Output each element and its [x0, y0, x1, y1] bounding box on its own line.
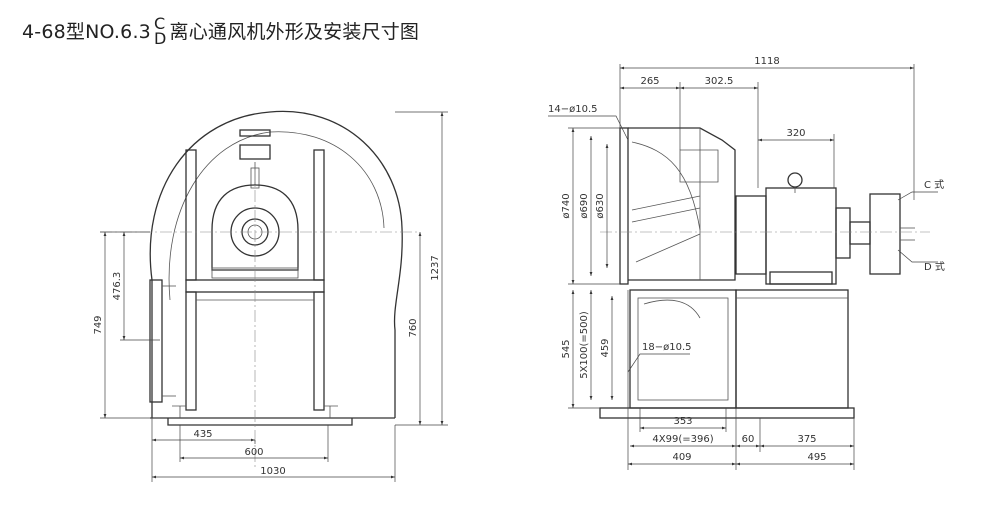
bearing-housing: [211, 184, 299, 271]
leader-c-type: [897, 191, 938, 201]
motor-end-cap: [835, 207, 851, 259]
pulley: [869, 193, 901, 275]
coupling: [250, 167, 260, 189]
dim-320: 320: [786, 128, 805, 139]
frame-leg-right: [313, 291, 325, 411]
leader-inlet-holes: [548, 115, 629, 141]
dim-375: 375: [797, 434, 816, 445]
motor-cap: [239, 144, 271, 160]
dim-265: 265: [640, 76, 659, 87]
base-frame: [735, 289, 849, 409]
dim-409: 409: [672, 452, 691, 463]
side-view: 1118 265 302.5 320 14−ø10.5 ø740 ø690 ø6…: [548, 56, 945, 470]
dim-60: 60: [742, 434, 755, 445]
dim-1237: 1237: [430, 255, 441, 280]
outlet-holes-label: 18−ø10.5: [642, 342, 692, 353]
lift-plate: [239, 129, 271, 137]
shaft-stub: [849, 221, 871, 245]
title-variant-stack: C D: [153, 14, 167, 48]
frame-post-right: [313, 149, 325, 281]
inlet-flange: [619, 127, 629, 285]
dim-5x100: 5X100(=500): [579, 311, 590, 379]
dim-1118: 1118: [754, 56, 779, 67]
title-variant-c: C: [153, 14, 166, 33]
casing-side: [628, 127, 736, 281]
impeller-blades: [631, 195, 701, 263]
dim-600: 600: [244, 447, 263, 458]
inlet-holes-label: 14−ø10.5: [548, 104, 598, 115]
dim-630: ø630: [595, 193, 606, 218]
title-model: 4-68型NO.6.3: [22, 20, 151, 43]
motor-front: [735, 195, 767, 275]
dim-749: 749: [93, 315, 104, 334]
frame-leg-left: [185, 291, 197, 411]
volute-casing: [149, 110, 403, 418]
base-plate: [150, 417, 395, 426]
d-type-label: D 式: [924, 260, 945, 273]
dim-690: ø690: [579, 193, 590, 218]
drawing-title: 4-68型NO.6.3 C D 离心通风机外形及安装尺寸图: [22, 12, 419, 48]
dim-476-3: 476.3: [112, 272, 123, 301]
inlet-cone: [631, 141, 719, 231]
dim-1030: 1030: [260, 466, 285, 477]
frame-post-left: [185, 149, 197, 281]
volute-inner: [168, 131, 385, 301]
dim-740: ø740: [561, 193, 572, 218]
title-variant-d: D: [153, 29, 167, 48]
dim-760: 760: [408, 318, 419, 337]
outlet-box-inner: [637, 297, 729, 401]
title-description: 离心通风机外形及安装尺寸图: [169, 20, 420, 43]
base-feet: [172, 405, 338, 418]
base-plate: [599, 407, 855, 419]
c-type-label: C 式: [924, 178, 944, 191]
dim-302-5: 302.5: [705, 76, 734, 87]
outlet-curve: [643, 299, 701, 319]
motor-base: [769, 271, 833, 285]
outlet-flange: [149, 279, 163, 403]
leader-d-type: [897, 249, 938, 263]
leader-outlet-holes: [627, 353, 690, 373]
dim-4x99: 4X99(=396): [652, 434, 713, 445]
front-view: 749 476.3 1237 760 435 600 1030: [93, 110, 448, 482]
dim-495: 495: [807, 452, 826, 463]
dim-545: 545: [561, 339, 572, 358]
dim-459: 459: [600, 338, 611, 357]
lifting-eye-icon: [787, 172, 803, 188]
motor-body: [765, 187, 837, 285]
dim-353: 353: [673, 416, 692, 427]
dim-435: 435: [193, 429, 212, 440]
